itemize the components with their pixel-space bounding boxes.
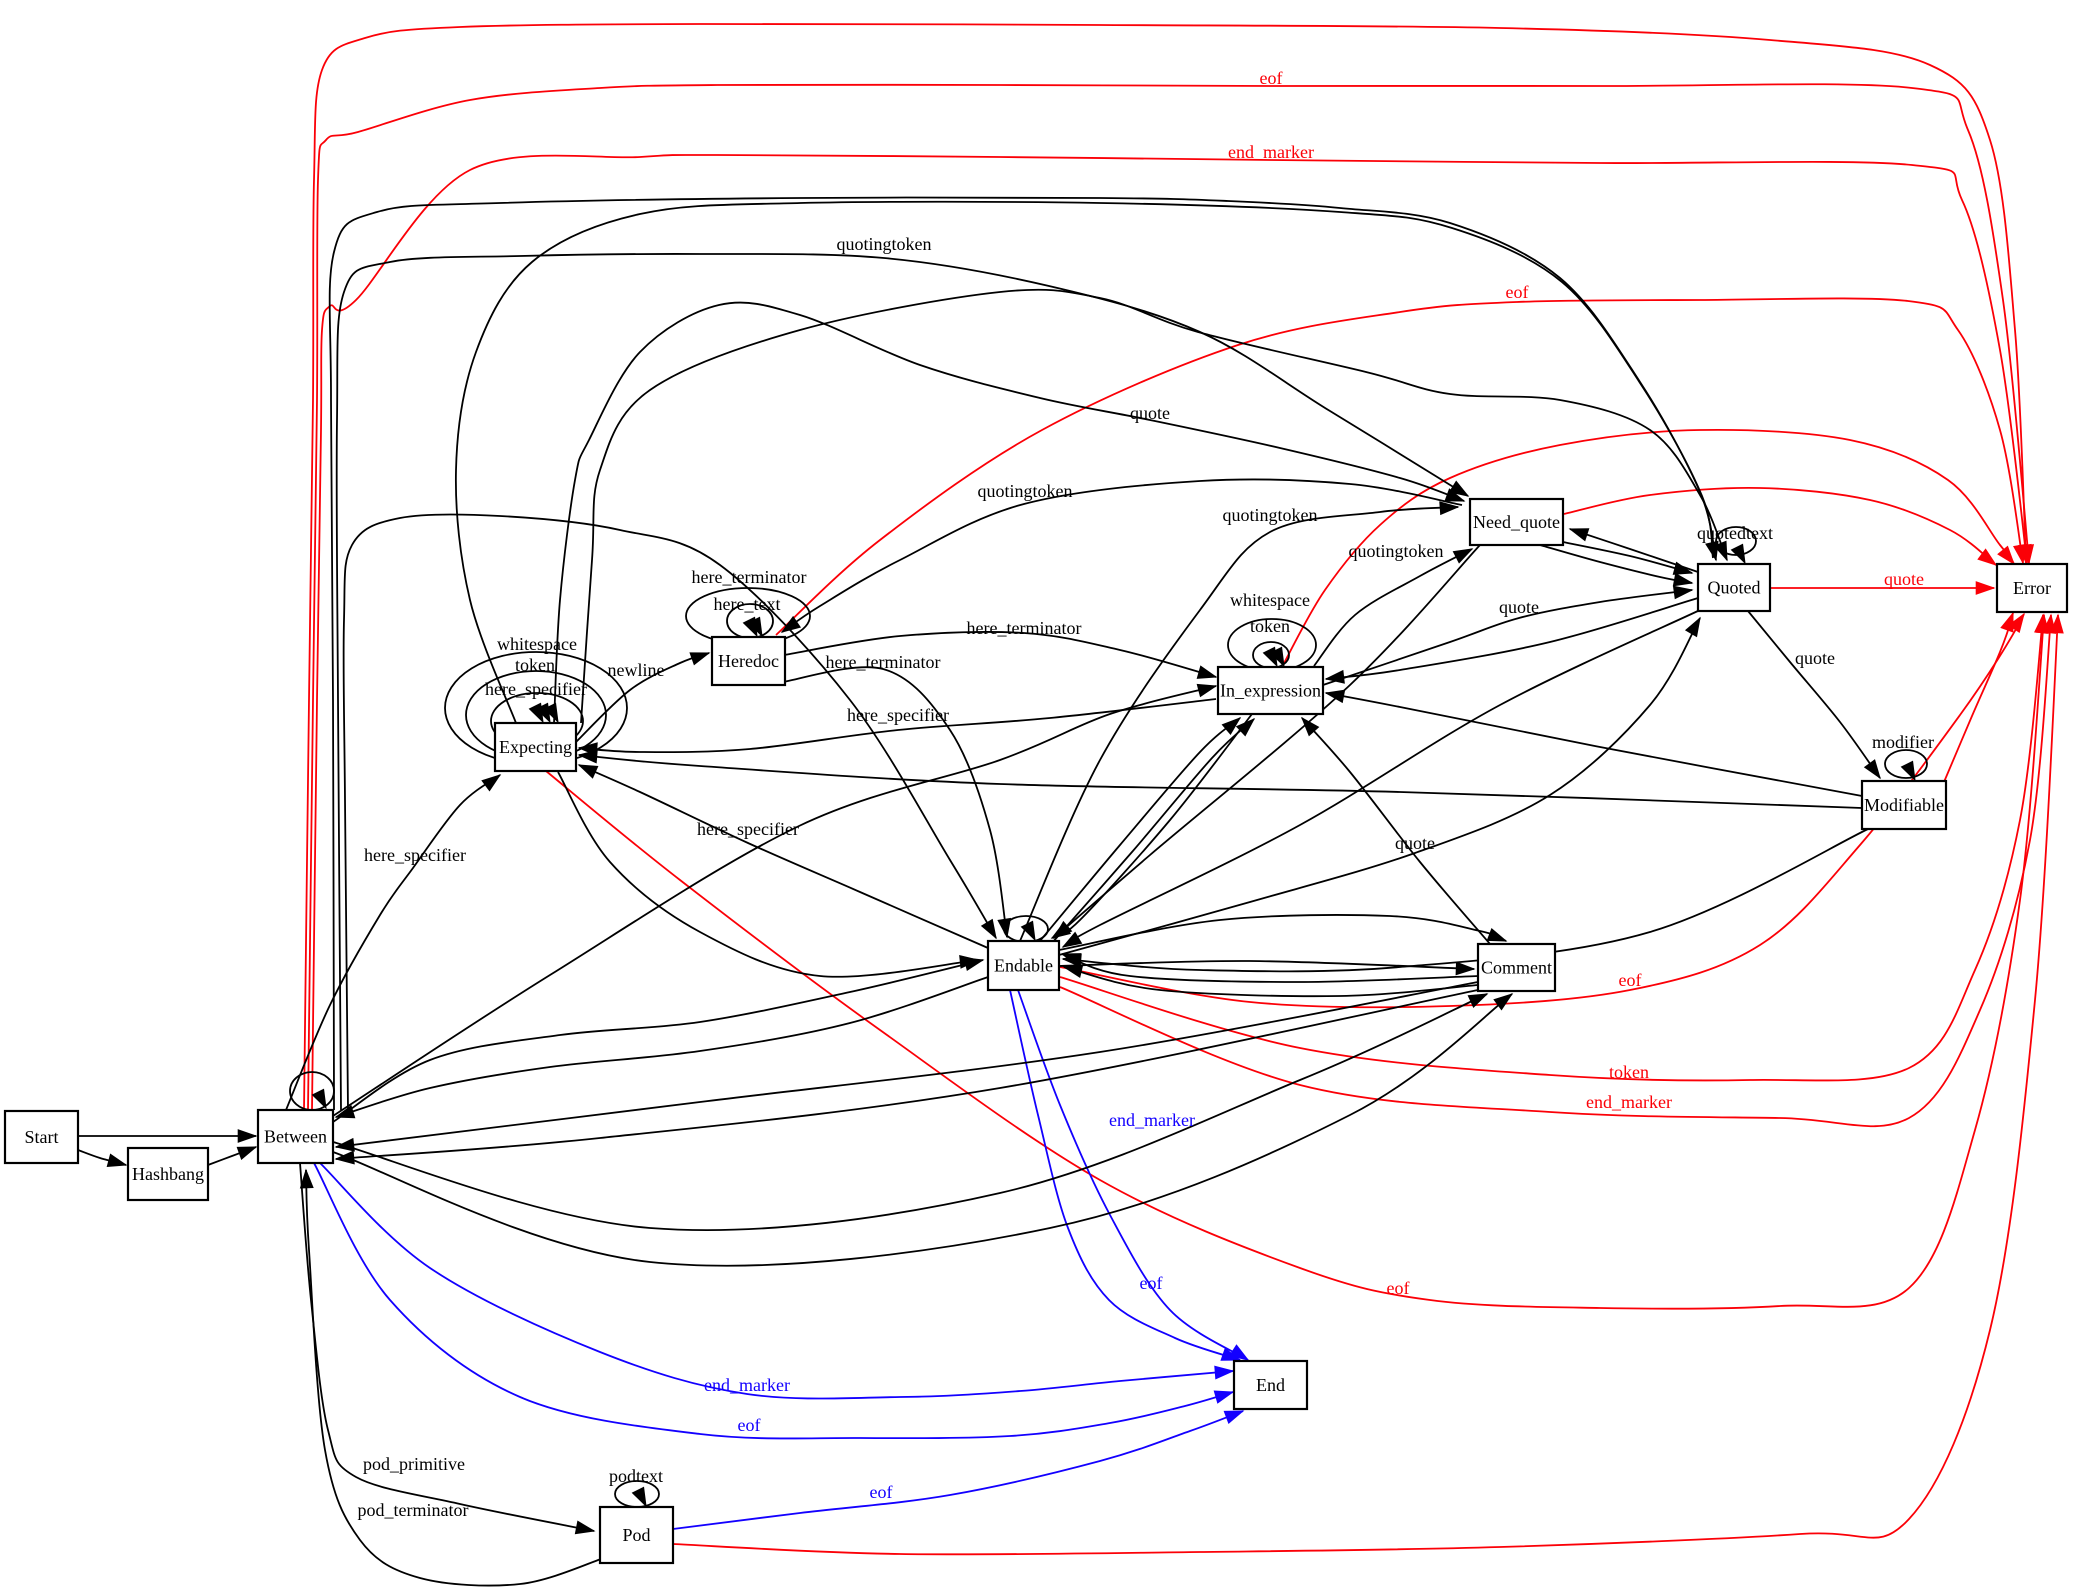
svg-text:quote: quote: [1884, 569, 1924, 589]
svg-text:Between: Between: [264, 1127, 327, 1147]
svg-text:end_marker: end_marker: [1586, 1092, 1672, 1112]
svg-text:quote: quote: [1395, 833, 1435, 853]
svg-text:here_specifier: here_specifier: [847, 705, 949, 725]
svg-text:newline: newline: [608, 660, 665, 680]
svg-text:eof: eof: [738, 1415, 761, 1435]
svg-text:quote: quote: [1795, 648, 1835, 668]
svg-text:eof: eof: [1260, 68, 1283, 88]
svg-text:here_specifier: here_specifier: [697, 819, 799, 839]
svg-text:quotingtoken: quotingtoken: [1349, 541, 1444, 561]
svg-text:eof: eof: [1506, 282, 1529, 302]
svg-text:pod_primitive: pod_primitive: [363, 1454, 465, 1474]
svg-text:Hashbang: Hashbang: [132, 1164, 204, 1184]
svg-text:quote: quote: [1130, 403, 1170, 423]
svg-text:Need_quote: Need_quote: [1473, 512, 1560, 532]
svg-text:token: token: [1250, 616, 1290, 636]
svg-text:Modifiable: Modifiable: [1864, 795, 1944, 815]
svg-text:End: End: [1256, 1375, 1285, 1395]
svg-text:quote: quote: [1499, 597, 1539, 617]
svg-text:whitespace: whitespace: [497, 634, 577, 654]
svg-text:here_text: here_text: [714, 594, 781, 614]
svg-text:eof: eof: [1619, 970, 1642, 990]
svg-text:here_terminator: here_terminator: [692, 567, 807, 587]
svg-text:eof: eof: [1387, 1278, 1410, 1298]
svg-text:here_specifier: here_specifier: [364, 845, 466, 865]
svg-text:here_terminator: here_terminator: [967, 618, 1082, 638]
svg-text:Comment: Comment: [1481, 958, 1552, 978]
svg-text:pod_terminator: pod_terminator: [358, 1500, 469, 1520]
svg-text:Expecting: Expecting: [499, 737, 572, 757]
svg-text:token: token: [1609, 1062, 1649, 1082]
svg-text:here_terminator: here_terminator: [826, 652, 941, 672]
svg-text:end_marker: end_marker: [1109, 1110, 1195, 1130]
svg-text:Endable: Endable: [994, 956, 1053, 976]
svg-text:eof: eof: [870, 1482, 893, 1502]
svg-text:Pod: Pod: [622, 1525, 650, 1545]
svg-text:modifier: modifier: [1872, 732, 1934, 752]
svg-text:token: token: [515, 655, 555, 675]
svg-text:end_marker: end_marker: [704, 1375, 790, 1395]
svg-text:whitespace: whitespace: [1230, 590, 1310, 610]
svg-text:quotingtoken: quotingtoken: [978, 481, 1073, 501]
svg-text:quotedtext: quotedtext: [1697, 523, 1773, 543]
svg-text:quotingtoken: quotingtoken: [837, 234, 932, 254]
svg-text:Error: Error: [2013, 578, 2051, 598]
svg-text:Heredoc: Heredoc: [718, 651, 779, 671]
svg-text:end_marker: end_marker: [1228, 142, 1314, 162]
svg-text:Start: Start: [25, 1127, 59, 1147]
svg-text:here_specifier: here_specifier: [485, 679, 587, 699]
svg-text:quotingtoken: quotingtoken: [1223, 505, 1318, 525]
svg-text:podtext: podtext: [609, 1466, 663, 1486]
svg-text:In_expression: In_expression: [1220, 681, 1321, 701]
svg-text:eof: eof: [1140, 1273, 1163, 1293]
svg-text:Quoted: Quoted: [1708, 578, 1761, 598]
